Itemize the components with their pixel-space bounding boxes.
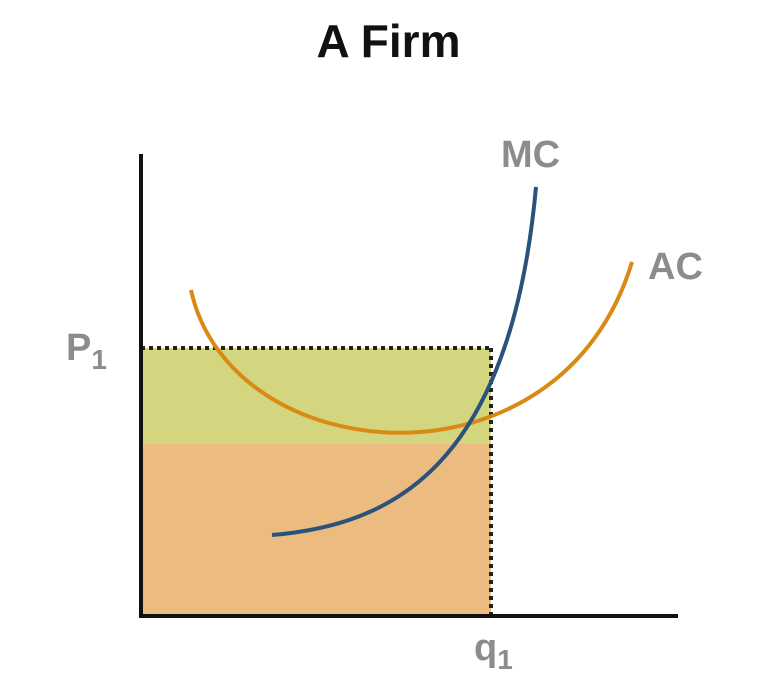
price-label-main: P — [66, 327, 91, 369]
quantity-label-sub: 1 — [497, 644, 513, 675]
mc-label: MC — [501, 134, 560, 176]
quantity-label-main: q — [474, 627, 497, 669]
ac-label: AC — [648, 246, 703, 288]
mc-curve — [271, 186, 538, 537]
price-label-sub: 1 — [91, 344, 107, 375]
quantity-label: q1 — [474, 627, 513, 675]
profit-area — [141, 348, 491, 444]
price-label: P1 — [66, 327, 107, 375]
diagram-title: A Firm — [316, 15, 461, 67]
ac-curve — [189, 261, 634, 435]
